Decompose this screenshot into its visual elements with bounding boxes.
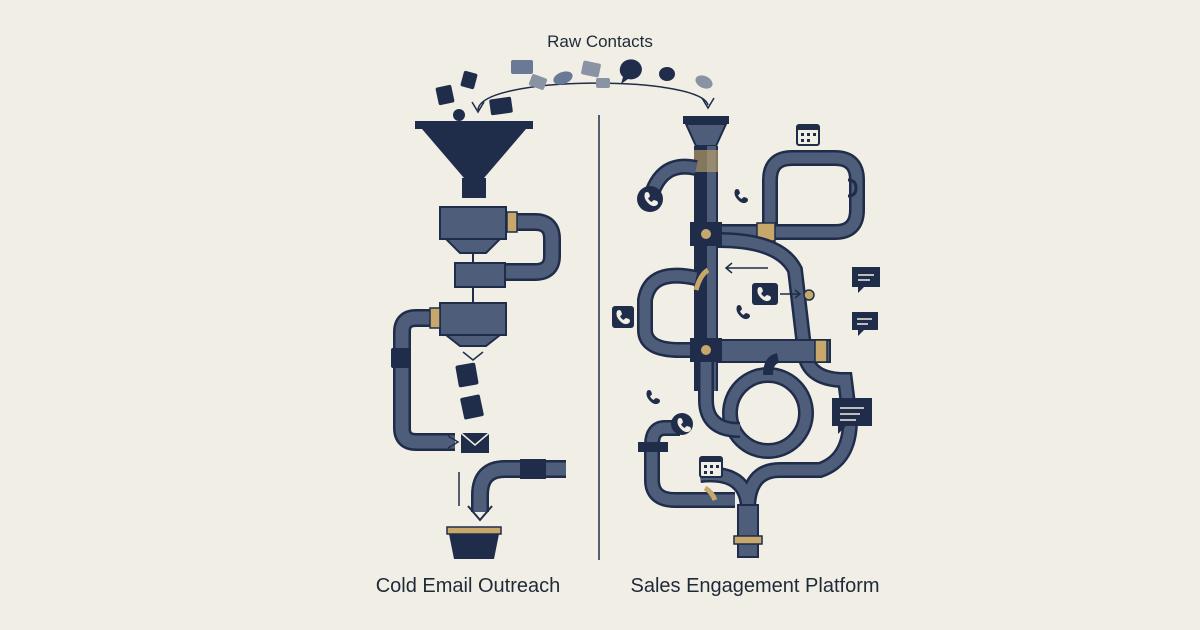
funnel-rim	[415, 121, 533, 129]
rectangle-icon	[528, 74, 548, 90]
right-arrowhead	[701, 97, 715, 110]
rectangle-icon	[581, 60, 601, 78]
hook-icon	[847, 178, 858, 198]
split-arrow	[477, 82, 709, 111]
sales-engagement-flow	[612, 116, 880, 558]
document-icon	[460, 394, 484, 420]
gold-coupling	[429, 307, 441, 329]
phone-icon	[637, 186, 663, 212]
gold-coupling	[506, 211, 518, 233]
valve-knob	[803, 289, 815, 301]
pipe-loop-fill	[639, 270, 698, 356]
chat-bubble-icon	[852, 312, 878, 336]
pipe-loop-fill	[717, 234, 856, 476]
valve-knob	[701, 345, 711, 355]
valve-knob	[701, 229, 711, 239]
filter-icon	[439, 302, 507, 336]
filter-taper	[443, 334, 503, 347]
pipe-elbow-fill	[473, 462, 566, 512]
rectangle-icon	[596, 78, 610, 88]
dark-coupling	[638, 442, 668, 452]
chat-bubble-icon	[852, 267, 880, 293]
funnel-spout	[462, 178, 486, 198]
dark-coupling	[520, 459, 546, 479]
pipe-loop-fill	[395, 311, 455, 449]
phone-icon	[612, 306, 634, 328]
spiral-tail	[763, 353, 780, 376]
phone-icon	[734, 189, 748, 204]
cold-email-outreach-label: Cold Email Outreach	[375, 575, 561, 597]
pipe-loop-fill	[506, 215, 559, 279]
right-arrow	[447, 435, 460, 449]
circle-icon	[695, 75, 713, 89]
rectangle-icon	[511, 60, 533, 74]
gold-coupling	[814, 339, 828, 363]
pipe-loop-fill	[646, 422, 735, 506]
pipe-loop-fill	[718, 152, 863, 238]
spiral-loop-fill	[724, 369, 812, 457]
right-arrow	[780, 289, 802, 299]
document-icon	[460, 70, 478, 90]
phone-icon	[752, 283, 778, 305]
calendar-icon	[796, 124, 820, 146]
valve-block	[454, 262, 506, 288]
filter-taper	[443, 238, 503, 254]
left-arrowhead	[471, 101, 485, 114]
envelope-icon	[460, 432, 490, 453]
filter-icon	[439, 206, 507, 240]
document-icon	[455, 362, 479, 388]
gold-bend	[693, 267, 710, 291]
raw-contact-shapes	[435, 59, 713, 121]
circle-icon	[453, 109, 465, 121]
document-icon	[391, 348, 411, 368]
gold-coupling	[733, 535, 763, 545]
outlet-pipe	[737, 504, 759, 558]
inlet-rim	[683, 116, 729, 124]
inlet-taper	[684, 123, 728, 147]
sales-engagement-platform-label: Sales Engagement Platform	[630, 575, 880, 597]
down-arrow	[462, 351, 484, 361]
raw-contacts-label: Raw Contacts	[547, 32, 653, 51]
gold-band	[694, 150, 718, 172]
main-pipe-highlight	[707, 146, 716, 391]
chat-bubble-icon	[832, 398, 872, 434]
spiral-feed-fill	[700, 362, 741, 436]
circle-icon	[659, 67, 675, 81]
circle-icon	[553, 71, 573, 85]
gold-bend	[703, 485, 718, 501]
phone-icon	[736, 305, 750, 320]
phone-icon	[646, 390, 660, 405]
phone-icon	[671, 413, 693, 435]
funnel-icon	[422, 129, 526, 178]
cold-email-flow	[391, 121, 566, 559]
bucket-icon	[449, 534, 499, 559]
document-icon	[435, 84, 455, 106]
bucket-rim	[446, 526, 502, 535]
calendar-icon	[699, 456, 723, 478]
outlet-branch-fill	[742, 464, 781, 511]
chat-bubble-icon	[619, 59, 642, 84]
pipe-loop	[718, 150, 865, 240]
envelope-icon	[489, 96, 513, 116]
down-arrow	[467, 505, 493, 522]
left-arrow	[724, 262, 768, 274]
